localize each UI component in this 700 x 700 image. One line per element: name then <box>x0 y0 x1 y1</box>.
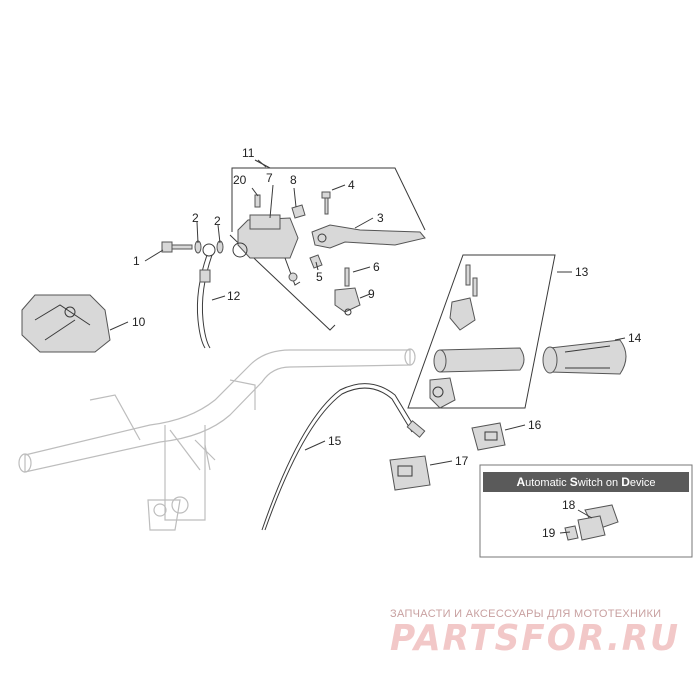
inset-box: Automatic Switch on Device <box>479 464 693 558</box>
callout-7: 7 <box>266 171 273 185</box>
callout-16: 16 <box>528 418 542 432</box>
watermark-tagline: ЗАПЧАСТИ И АКСЕССУАРЫ ДЛЯ МОТОТЕХНИКИ <box>390 608 661 620</box>
callout-17: 17 <box>455 454 469 468</box>
watermark: ЗАПЧАСТИ И АКСЕССУАРЫ ДЛЯ МОТОТЕХНИКИ PA… <box>390 608 680 659</box>
part-7-master-cylinder <box>232 214 301 286</box>
callout-20: 20 <box>233 173 247 187</box>
inset-box-title: Automatic Switch on Device <box>516 475 655 489</box>
callout-3: 3 <box>377 211 384 225</box>
part-3-4-lever <box>311 191 426 249</box>
callout-4: 4 <box>348 178 355 192</box>
leader-lines <box>109 159 626 534</box>
part-5-6-9-switch-parts <box>309 254 361 316</box>
callout-13: 13 <box>575 265 589 279</box>
callout-2b: 2 <box>214 214 221 228</box>
callout-2a: 2 <box>192 211 199 225</box>
part-10-guard <box>21 294 111 353</box>
callout-10: 10 <box>132 315 146 329</box>
callout-6: 6 <box>373 260 380 274</box>
callout-11: 11 <box>242 146 255 160</box>
callout-12: 12 <box>227 289 241 303</box>
part-15-throttle-cable <box>261 383 426 531</box>
callout-19: 19 <box>542 526 556 540</box>
part-20-8-small-parts <box>254 194 306 219</box>
watermark-logo: PARTSFOR.RU <box>390 618 680 659</box>
part-12-brake-hose <box>196 254 213 349</box>
part-1-2-banjo <box>161 240 224 257</box>
part-14-grip <box>433 339 627 375</box>
callout-8: 8 <box>290 173 297 187</box>
part-13-throttle-housing <box>429 264 478 409</box>
callout-5: 5 <box>316 270 323 284</box>
part-13-group-frame <box>407 254 556 409</box>
handlebar-outline <box>18 348 416 531</box>
callout-15: 15 <box>328 434 342 448</box>
callout-14: 14 <box>628 331 642 345</box>
callout-18: 18 <box>562 498 576 512</box>
part-16-17-switches <box>389 422 506 491</box>
callout-1: 1 <box>133 254 140 268</box>
callout-9: 9 <box>368 287 375 301</box>
callout-numbers: 1 2 2 3 4 5 6 7 8 9 10 11 12 13 14 15 16… <box>132 146 642 540</box>
